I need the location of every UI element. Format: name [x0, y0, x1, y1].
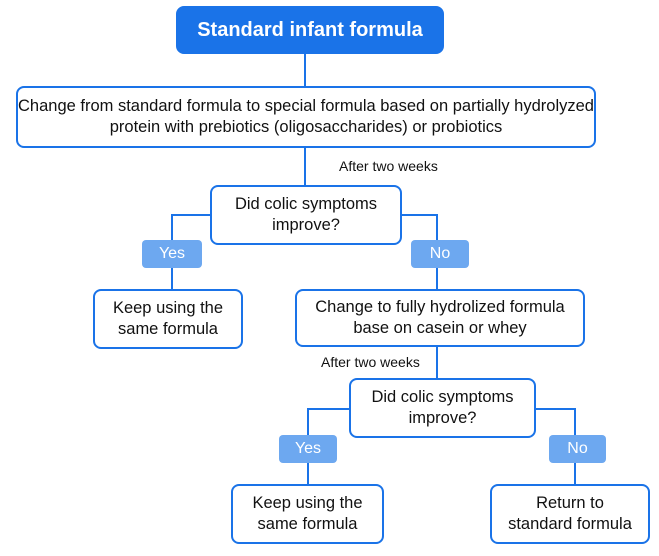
title-box: Standard infant formula — [176, 6, 444, 54]
keep1-text: Keep using the same formula — [112, 299, 224, 338]
step2-text: Change to fully hydrolized formula base … — [315, 298, 565, 337]
step1-box: Change from standard formula to special … — [16, 86, 596, 148]
connector-question2-no2 — [536, 408, 576, 435]
no2-label: No — [549, 435, 606, 463]
question2-box: Did colic symptoms improve? — [349, 378, 536, 438]
connector-question2-yes2 — [307, 408, 349, 435]
yes2-label: Yes — [279, 435, 337, 463]
title-text: Standard infant formula — [197, 18, 423, 41]
return-box: Return to standard formula — [490, 484, 650, 544]
question1-box: Did colic symptoms improve? — [210, 185, 402, 245]
note2-text: After two weeks — [321, 354, 420, 370]
connector-question1-yes1 — [171, 214, 210, 240]
keep2-box: Keep using the same formula — [231, 484, 384, 544]
keep1-box: Keep using the same formula — [93, 289, 243, 349]
step1-text: Change from standard formula to special … — [18, 97, 594, 136]
question2-text: Did colic symptoms improve? — [371, 388, 514, 427]
no1-label: No — [411, 240, 469, 268]
keep2-text: Keep using the same formula — [252, 494, 363, 533]
return-text: Return to standard formula — [508, 494, 632, 533]
question1-text: Did colic symptoms improve? — [234, 195, 378, 234]
yes1-label: Yes — [142, 240, 202, 268]
note1-text: After two weeks — [339, 158, 438, 174]
step2-box: Change to fully hydrolized formula base … — [295, 289, 585, 347]
connector-question1-no1 — [402, 214, 438, 240]
